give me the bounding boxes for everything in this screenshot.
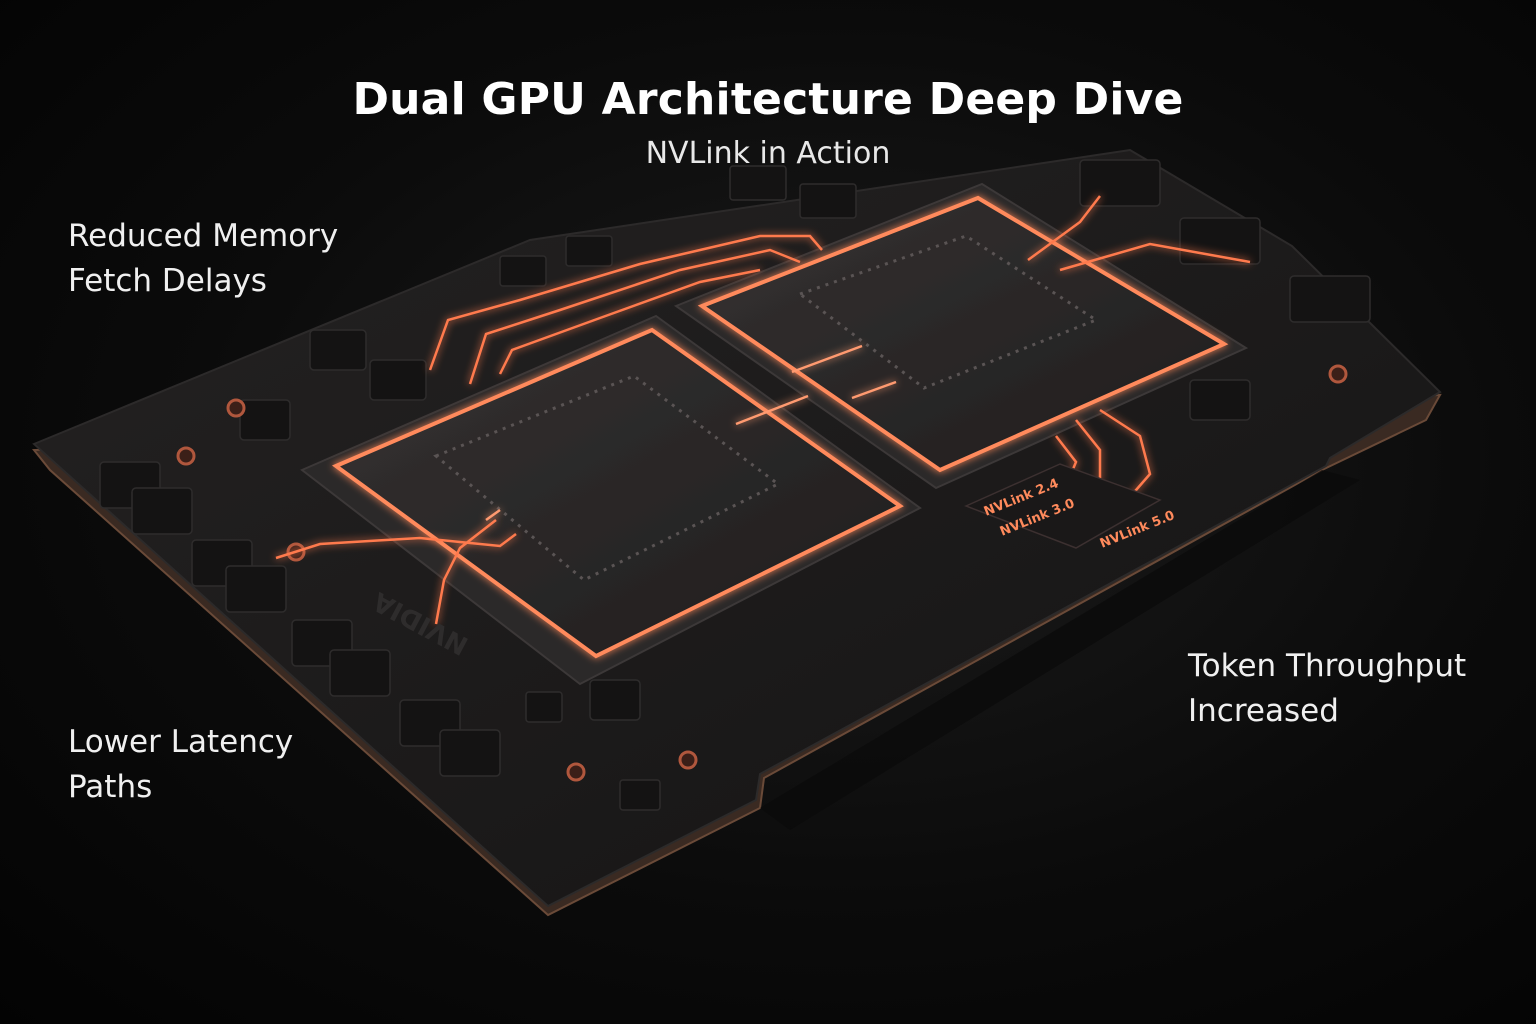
board-shadow [760,470,1360,830]
mounting-holes [176,364,1348,782]
nvlink-traces [275,195,1251,625]
power-components [99,159,1371,811]
page-title: Dual GPU Architecture Deep Dive [352,74,1184,125]
callout-memory-line1: Reduced Memory [68,218,339,254]
callout-memory-line2: Fetch Delays [68,263,267,299]
callout-latency-line1: Lower Latency [68,724,294,760]
nvlink-label-plate [964,463,1162,549]
callout-latency: Lower Latency Paths [68,720,293,810]
gpu-right-die [697,195,1229,473]
callout-throughput: Token Throughput Increased [1188,644,1466,734]
page-subtitle: NVLink in Action [645,136,891,171]
gpu-left-die [331,327,904,659]
callout-memory: Reduced Memory Fetch Delays [68,214,338,304]
callout-throughput-line2: Increased [1188,693,1339,729]
gpu-right-bump-pattern [796,234,1100,390]
callout-latency-line2: Paths [68,769,153,805]
callout-throughput-line1: Token Throughput [1188,648,1467,684]
inter-die-links [485,344,897,522]
